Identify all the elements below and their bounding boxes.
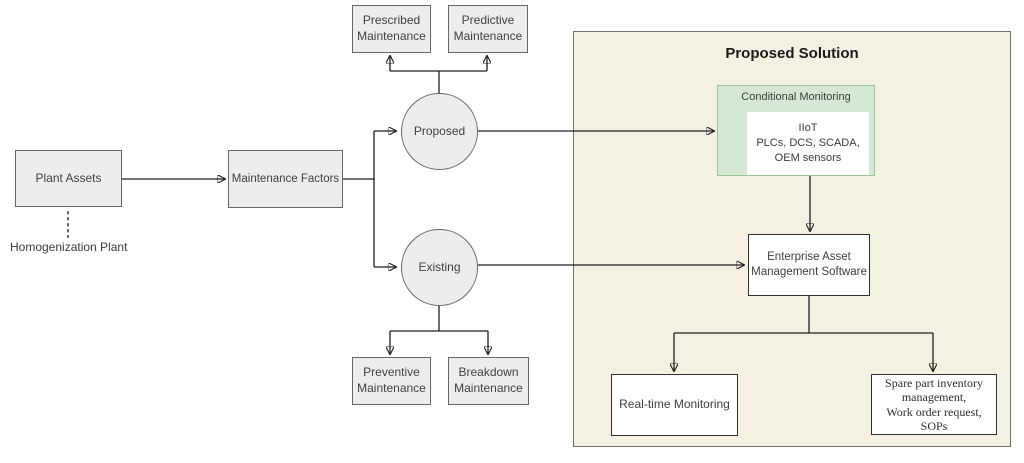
node-realtime-monitoring: Real-time Monitoring: [611, 374, 738, 436]
node-preventive-maintenance: Preventive Maintenance: [352, 357, 431, 405]
node-eam-software: Enterprise Asset Management Software: [748, 234, 870, 296]
proposed-solution-title: Proposed Solution: [725, 45, 859, 62]
node-maintenance-factors: Maintenance Factors: [228, 150, 343, 208]
node-prescribed-maintenance: Prescribed Maintenance: [352, 5, 431, 53]
node-predictive-maintenance: Predictive Maintenance: [448, 5, 528, 53]
node-breakdown-maintenance: Breakdown Maintenance: [448, 357, 529, 405]
node-existing: Existing: [401, 229, 478, 306]
node-plant-assets: Plant Assets: [15, 150, 122, 207]
node-spare-parts: Spare part inventory management, Work or…: [871, 374, 997, 435]
node-proposed: Proposed: [401, 93, 478, 170]
homogenization-plant-label: Homogenization Plant: [10, 240, 128, 254]
conditional-monitoring-label: Conditional Monitoring: [741, 91, 851, 103]
node-conditional-monitoring: Conditional Monitoring IIoT PLCs, DCS, S…: [717, 85, 875, 176]
node-iiot-stack: IIoT PLCs, DCS, SCADA, OEM sensors: [747, 112, 869, 175]
